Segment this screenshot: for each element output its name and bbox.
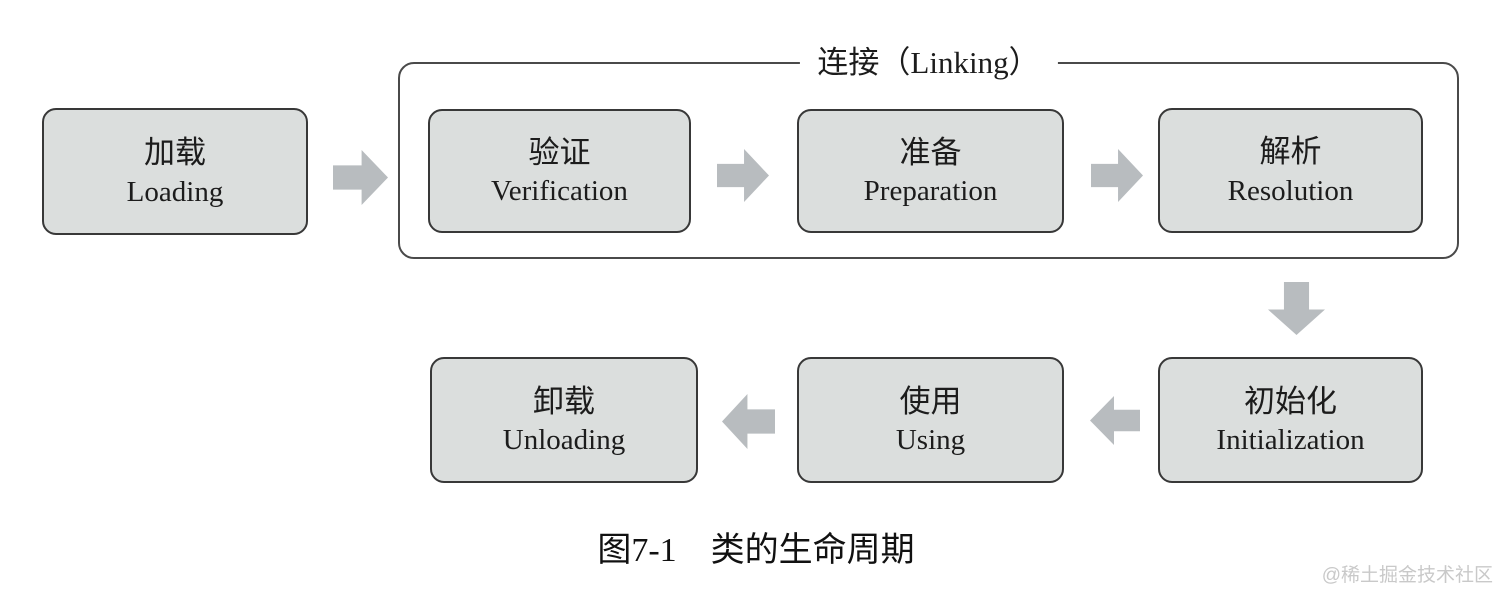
stage-label-en: Verification [491, 175, 628, 208]
stage-label-en: Initialization [1216, 424, 1365, 457]
stage-box-initialization: 初始化 Initialization [1158, 357, 1423, 483]
arrow-right-loading-to-verification-icon [333, 150, 388, 205]
stage-label-zh: 使用 [899, 383, 962, 419]
arrow-down-resolution-to-initialization-icon [1268, 282, 1325, 335]
stage-box-using: 使用 Using [797, 357, 1064, 483]
stage-label-en: Unloading [502, 424, 626, 457]
stage-label-en: Resolution [1227, 174, 1354, 207]
stage-label-en: Preparation [863, 175, 998, 208]
stage-box-loading: 加载 Loading [42, 108, 308, 235]
stage-label-en: Using [895, 424, 966, 457]
stage-box-verification: 验证 Verification [428, 109, 691, 233]
stage-label-zh: 准备 [899, 134, 962, 170]
stage-label-zh: 加载 [144, 135, 206, 171]
stage-label-en: Loading [126, 175, 224, 208]
stage-box-preparation: 准备 Preparation [797, 109, 1064, 233]
linking-group-container: 连接（Linking） [398, 42, 1459, 259]
stage-label-zh: 验证 [528, 134, 591, 170]
stage-label-zh: 初始化 [1244, 383, 1337, 419]
stage-label-zh: 解析 [1259, 134, 1322, 170]
stage-box-unloading: 卸载 Unloading [430, 357, 698, 483]
stage-box-resolution: 解析 Resolution [1158, 108, 1423, 233]
watermark-text: @稀土掘金技术社区 [1321, 565, 1493, 586]
arrow-left-using-to-unloading-icon [722, 394, 775, 449]
stage-label-zh: 卸载 [533, 383, 595, 419]
figure-caption: 图7-1 类的生命周期 [597, 532, 915, 569]
linking-group-label: 连接（Linking） [799, 42, 1058, 84]
arrow-left-initialization-to-using-icon [1090, 396, 1140, 445]
